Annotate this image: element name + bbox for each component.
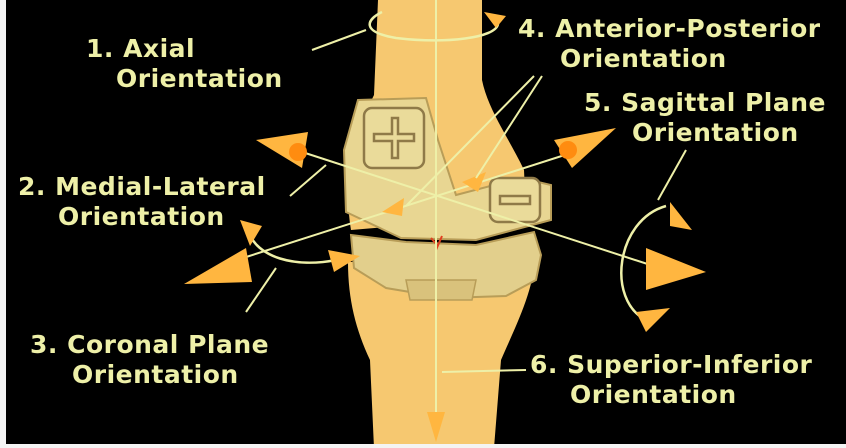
label-superior-inferior-orientation: 6. Superior-Inferior Orientation <box>530 350 812 410</box>
axial-leader-line <box>312 30 366 50</box>
label-sagittal-plane-orientation: 5. Sagittal Plane Orientation <box>584 88 826 148</box>
label-sagittal-line1: 5. Sagittal Plane <box>584 88 826 118</box>
anterior-posterior-arrow-left <box>184 248 252 284</box>
label-coronal-line2: Orientation <box>30 360 269 390</box>
label-anterior-posterior-line2: Orientation <box>518 44 821 74</box>
label-medial-lateral-line2: Orientation <box>18 202 266 232</box>
tibial-stem <box>406 280 476 300</box>
sagittal-leader-line <box>658 150 686 200</box>
medial-lateral-arrow-left-tip <box>289 143 307 161</box>
label-anterior-posterior-line1: 4. Anterior-Posterior <box>518 14 821 44</box>
label-sagittal-line2: Orientation <box>584 118 826 148</box>
label-superior-inferior-line1: 6. Superior-Inferior <box>530 350 812 380</box>
sagittal-arrow-head-top <box>670 202 692 230</box>
sagittal-arrow-head-bottom <box>636 308 670 332</box>
label-axial-orientation: 1. Axial Orientation <box>86 34 283 94</box>
medial-lateral-leader-line <box>290 165 326 196</box>
label-coronal-line1: 3. Coronal Plane <box>30 330 269 360</box>
label-axial-line2: Orientation <box>86 64 283 94</box>
label-medial-lateral-orientation: 2. Medial-Lateral Orientation <box>18 172 266 232</box>
label-coronal-plane-orientation: 3. Coronal Plane Orientation <box>30 330 269 390</box>
medial-lateral-arrow-right <box>646 248 706 290</box>
axial-arrow-head <box>484 12 506 28</box>
coronal-rotation-arrow <box>248 230 336 263</box>
label-superior-inferior-line2: Orientation <box>530 380 812 410</box>
label-axial-line1: 1. Axial <box>86 34 283 64</box>
label-medial-lateral-line1: 2. Medial-Lateral <box>18 172 266 202</box>
label-anterior-posterior-orientation: 4. Anterior-Posterior Orientation <box>518 14 821 74</box>
anterior-posterior-arrow-right-tip <box>559 141 577 159</box>
